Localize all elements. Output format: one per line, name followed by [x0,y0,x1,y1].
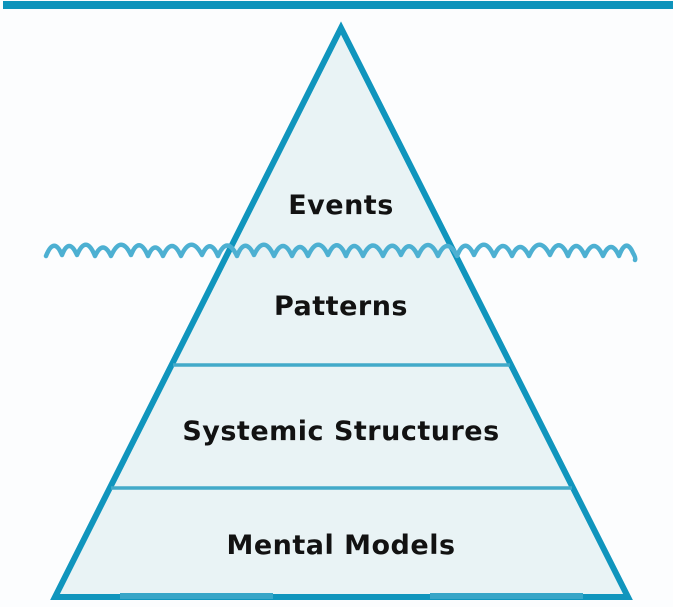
layer-label-systemic-structures: Systemic Structures [182,416,499,447]
layer-label-events: Events [288,190,394,221]
layer-label-mental-models: Mental Models [226,530,455,561]
wave-line-icon [43,242,638,263]
pyramid-triangle [50,21,633,600]
layer-label-patterns: Patterns [274,291,408,322]
top-border-bar [3,1,673,9]
